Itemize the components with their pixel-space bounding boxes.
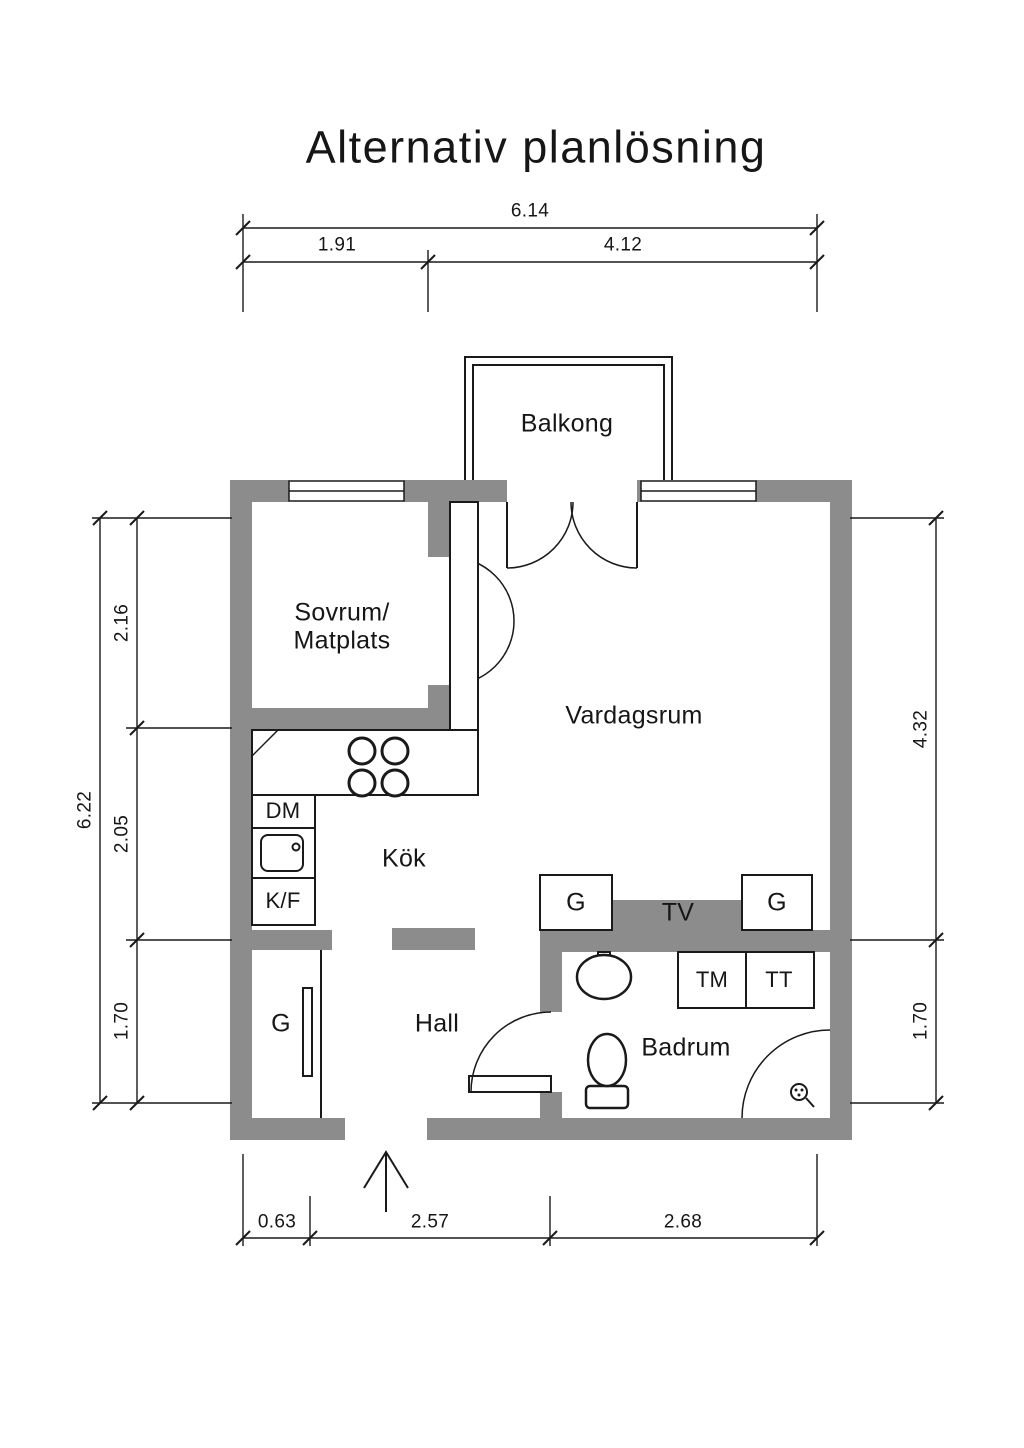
wardrobe-right-box <box>741 874 813 931</box>
stove-burner-icon <box>380 768 410 798</box>
shower-arc <box>741 1029 831 1119</box>
dim-right-lower: 1.70 <box>910 1001 932 1041</box>
tv-bench <box>612 900 742 930</box>
livingroom-wardrobes <box>539 874 813 931</box>
dimension-ticks <box>92 220 944 1246</box>
counter-chamfer-line <box>251 729 279 757</box>
room-label-bedroom-2: Matplats <box>293 626 391 655</box>
walls <box>230 480 852 1140</box>
room-label-bathroom: Badrum <box>641 1033 731 1062</box>
stove-burner-icon <box>380 736 410 766</box>
stove-burner-icon <box>347 768 377 798</box>
wardrobe-left-box <box>539 874 613 931</box>
label-wardrobe-left: G <box>566 888 586 917</box>
room-label-kitchen: Kök <box>382 844 426 873</box>
faucet-icon <box>291 842 301 852</box>
wall-bottom-right <box>427 1118 852 1140</box>
dimension-lines <box>92 214 944 1246</box>
balcony-door-arc-left <box>506 501 574 569</box>
label-tv: TV <box>661 898 695 927</box>
entry-arrow-head <box>363 1150 409 1189</box>
wall-bathroom-left-upper <box>540 952 562 1012</box>
entry-arrow <box>363 1150 409 1212</box>
shower-handle-line <box>805 1097 815 1108</box>
dim-top-right: 4.12 <box>603 234 643 256</box>
room-label-balcony: Balkong <box>520 409 614 438</box>
label-wardrobe-right: G <box>767 888 787 917</box>
label-wardrobe-hall: G <box>271 1009 291 1038</box>
bathroom-door-arc <box>470 1011 552 1093</box>
balcony-door-arc-right <box>570 501 638 569</box>
bathroom-door-leaf <box>468 1075 552 1093</box>
wall-bottom-left <box>230 1118 345 1140</box>
room-label-bedroom-1: Sovrum/ <box>294 598 390 627</box>
balcony-door-opening <box>507 480 637 502</box>
wall-bathroom-left-lower <box>540 1092 562 1118</box>
label-dryer: TT <box>765 967 793 992</box>
balcony-door <box>506 501 638 569</box>
wall-bathroom-top <box>540 930 852 952</box>
stove-burner-icon <box>347 736 377 766</box>
dim-left-middle: 2.05 <box>111 814 133 854</box>
wall-left <box>230 480 252 1140</box>
dim-right-upper: 4.32 <box>910 709 932 749</box>
wall-closet-top <box>252 930 332 950</box>
dim-top-total: 6.14 <box>510 200 550 222</box>
page-title: Alternativ planlösning <box>305 121 767 173</box>
dim-left-upper: 2.16 <box>111 603 133 643</box>
fridge-freezer-box <box>251 877 316 926</box>
wall-bedroom-right-lower <box>428 685 450 708</box>
toilet-bowl-icon <box>586 1032 628 1088</box>
wall-right <box>830 480 852 1140</box>
dim-top-left: 1.91 <box>317 234 357 256</box>
hall-closet <box>302 950 322 1118</box>
bathroom-basin-icon <box>575 953 633 1001</box>
dishwasher-box <box>251 794 316 829</box>
label-washing-machine: TM <box>695 967 729 992</box>
shower-head-dot <box>800 1088 804 1092</box>
shower-head-dot <box>794 1088 798 1092</box>
dryer-box <box>745 951 815 1009</box>
shower-head-dot <box>797 1093 801 1097</box>
dim-bottom-right: 2.68 <box>663 1211 703 1233</box>
kitchen-sink-icon <box>260 834 304 872</box>
shower-head-icon <box>790 1083 808 1101</box>
label-fridge-freezer: K/F <box>265 888 301 913</box>
kitchen-cabinet-column <box>449 501 479 731</box>
toilet-tank-icon <box>584 1084 630 1110</box>
wall-bedroom-right-upper <box>428 502 450 557</box>
dim-left-lower: 1.70 <box>111 1001 133 1041</box>
dim-bottom-left: 0.63 <box>257 1211 297 1233</box>
label-dishwasher: DM <box>265 798 301 823</box>
wall-kitchen-stub <box>392 928 475 950</box>
room-label-livingroom: Vardagsrum <box>565 701 703 730</box>
washing-machine-box <box>677 951 747 1009</box>
dim-bottom-middle: 2.57 <box>410 1211 450 1233</box>
bathroom-fixtures <box>468 951 831 1119</box>
wall-bedroom-bottom <box>252 708 450 730</box>
dim-left-total: 6.22 <box>74 790 96 830</box>
windows <box>288 480 757 502</box>
kitchen-fixtures <box>251 501 479 926</box>
room-label-hall: Hall <box>414 1009 460 1038</box>
closet-door-leaf <box>302 987 313 1077</box>
